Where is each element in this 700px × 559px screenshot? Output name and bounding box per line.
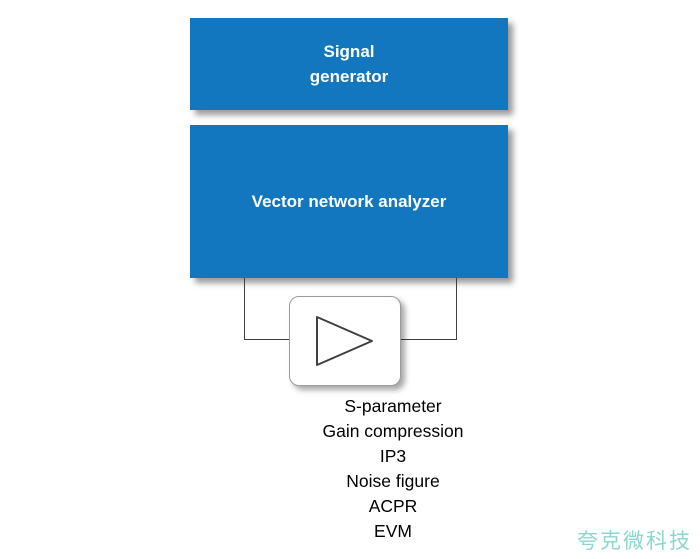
measurement-item: Gain compression bbox=[322, 421, 464, 441]
watermark-text: 夸克微科技 bbox=[577, 530, 692, 553]
dut-amplifier-box bbox=[289, 296, 401, 386]
measurement-item: ACPR bbox=[368, 496, 418, 516]
connector-right-horizontal bbox=[400, 339, 457, 340]
connector-left-vertical bbox=[244, 278, 245, 340]
measurement-item: Noise figure bbox=[346, 471, 440, 491]
measurement-list: S-parameter Gain compression IP3 Noise f… bbox=[280, 394, 506, 544]
measurement-item: EVM bbox=[374, 521, 412, 541]
connector-right-vertical bbox=[456, 278, 457, 340]
signal-generator-box: Signal generator bbox=[190, 18, 508, 110]
amplifier-triangle-icon bbox=[316, 316, 373, 366]
connector-left-horizontal bbox=[244, 339, 290, 340]
measurement-item: S-parameter bbox=[344, 396, 442, 416]
measurement-item: IP3 bbox=[379, 446, 407, 466]
vector-network-analyzer-box: Vector network analyzer bbox=[190, 125, 508, 278]
